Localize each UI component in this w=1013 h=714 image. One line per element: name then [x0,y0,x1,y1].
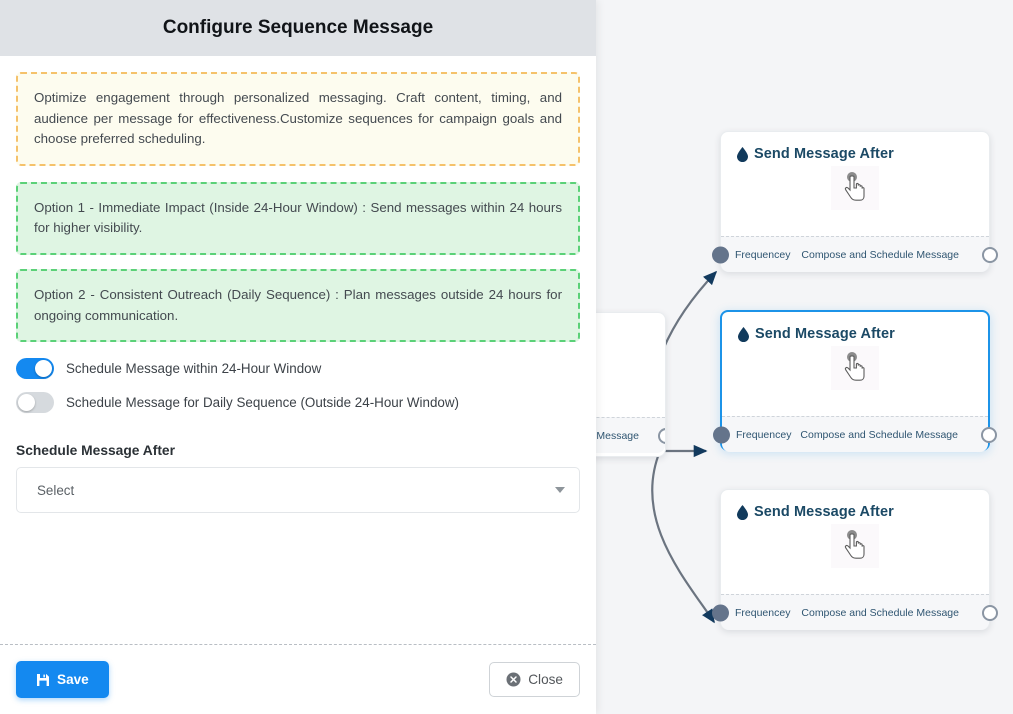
node-output-port[interactable] [981,426,997,443]
node-title-row: Send Message After [738,326,972,342]
node-body: Send Message After [722,312,988,416]
node-center [722,346,988,390]
node-out-port-label: Compose and Schedule Message [801,606,959,619]
node-title-row: Send Message After [737,146,973,162]
toggle-label-within-24-hour: Schedule Message within 24-Hour Window [66,361,322,377]
node-output-port[interactable] [982,604,998,621]
close-button[interactable]: Close [489,662,580,697]
pointing-hand-cursor-icon [831,524,879,568]
node-in-port-label: Frequencey [735,248,791,261]
node-input-port[interactable] [712,246,729,263]
schedule-message-after-select[interactable]: Select [16,467,580,514]
close-button-label: Close [528,672,563,687]
node-out-port-label: ce Message [582,429,639,442]
node-body: Send Message After [721,490,989,594]
toggle-knob [18,394,35,412]
node-footer: Frequencey Compose and Schedule Message [712,594,998,630]
schedule-message-after-label: Schedule Message After [16,443,175,459]
modal-body: Optimize engagement through personalized… [0,56,596,644]
node-input-port[interactable] [712,604,729,621]
select-value: Select [37,482,75,498]
modal-footer: Save Close [0,644,596,714]
modal-header: Configure Sequence Message [0,0,596,56]
toggle-knob [35,360,52,378]
pointing-hand-cursor-icon [831,166,879,210]
flow-node-send-message-after-1[interactable]: Send Message After Frequencey Compose an… [712,131,998,272]
pointing-hand-cursor-icon [831,346,879,390]
node-footer: Frequencey Compose and Schedule Message [712,236,998,272]
droplet-icon [737,504,748,520]
node-in-port-label: Frequencey [735,606,791,619]
toggle-schedule-within-24-hour[interactable] [16,358,54,380]
toggle-schedule-daily-sequence[interactable] [16,392,54,414]
node-title-row: Send Message After [737,504,973,520]
droplet-icon [737,146,748,162]
node-title-text: Send Message After [755,326,895,342]
info-callout: Optimize engagement through personalized… [16,72,580,166]
save-button[interactable]: Save [16,661,109,698]
toggle-label-daily-sequence: Schedule Message for Daily Sequence (Out… [66,395,459,411]
configure-sequence-message-modal: Configure Sequence Message Optimize enga… [0,0,596,714]
page-title: Configure Sequence Message [162,17,434,38]
node-output-port[interactable] [982,246,998,263]
node-center [721,166,989,210]
droplet-icon [738,326,749,342]
node-body: Send Message After [721,132,989,236]
node-out-port-label: Compose and Schedule Message [801,248,959,261]
node-title-text: Send Message After [754,504,894,520]
flow-node-send-message-after-3[interactable]: Send Message After Frequencey Compose an… [712,489,998,630]
circle-x-icon [506,672,521,687]
node-footer: Frequencey Compose and Schedule Message [713,416,997,452]
chevron-down-icon [555,487,565,494]
toggle-row-within-24-hour[interactable]: Schedule Message within 24-Hour Window [16,358,580,380]
floppy-disk-save-icon [37,673,49,686]
node-center [721,524,989,568]
toggle-row-daily-sequence[interactable]: Schedule Message for Daily Sequence (Out… [16,392,580,414]
node-title-text: Send Message After [754,146,894,162]
save-button-label: Save [57,672,89,687]
option-1-callout: Option 1 - Immediate Impact (Inside 24-H… [16,181,580,256]
flow-node-send-message-after-2-selected[interactable]: Send Message After Frequencey Compose an… [713,310,997,452]
node-out-port-label: Compose and Schedule Message [800,428,958,441]
option-2-callout: Option 2 - Consistent Outreach (Daily Se… [16,269,580,343]
node-in-port-label: Frequencey [736,428,792,441]
node-input-port[interactable] [713,426,730,443]
node-output-port[interactable] [658,427,665,444]
